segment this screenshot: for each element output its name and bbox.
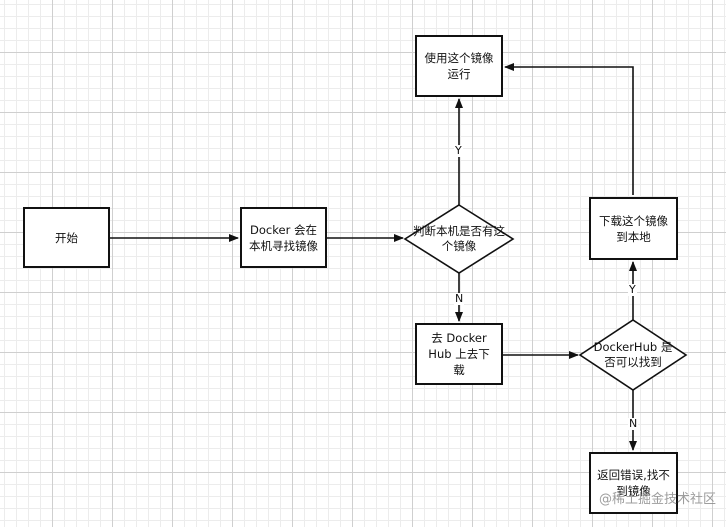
node-docker-search-label: Docker 会在本机寻找镜像 — [249, 222, 318, 253]
node-start-label: 开始 — [55, 230, 78, 245]
node-error-label: 返回错误,找不到镜像 — [597, 468, 670, 498]
node-docker-search: Docker 会在本机寻找镜像 — [240, 207, 327, 268]
node-use-image: 使用这个镜像运行 — [415, 35, 503, 97]
node-download-local-label: 下载这个镜像到本地 — [599, 213, 668, 244]
edge-label-hub-yes: Y — [628, 283, 637, 296]
node-error: 返回错误,找不到镜像 — [589, 452, 678, 514]
node-start: 开始 — [23, 207, 110, 268]
edge-download-local-to-use — [504, 63, 634, 195]
edge-label-local-yes: Y — [454, 144, 463, 157]
edge-label-hub-no: N — [628, 417, 639, 430]
node-use-image-label: 使用这个镜像运行 — [424, 51, 494, 81]
node-download-local: 下载这个镜像到本地 — [589, 197, 678, 260]
decision-hub-shape — [578, 319, 688, 391]
decision-local-shape — [403, 204, 515, 274]
edge-label-local-no: N — [454, 292, 465, 305]
node-download-hub: 去 Docker Hub 上去下载 — [415, 323, 503, 385]
node-download-hub-label: 去 Docker Hub 上去下载 — [428, 331, 490, 377]
watermark: @稀土掘金技术社区 — [598, 492, 716, 507]
